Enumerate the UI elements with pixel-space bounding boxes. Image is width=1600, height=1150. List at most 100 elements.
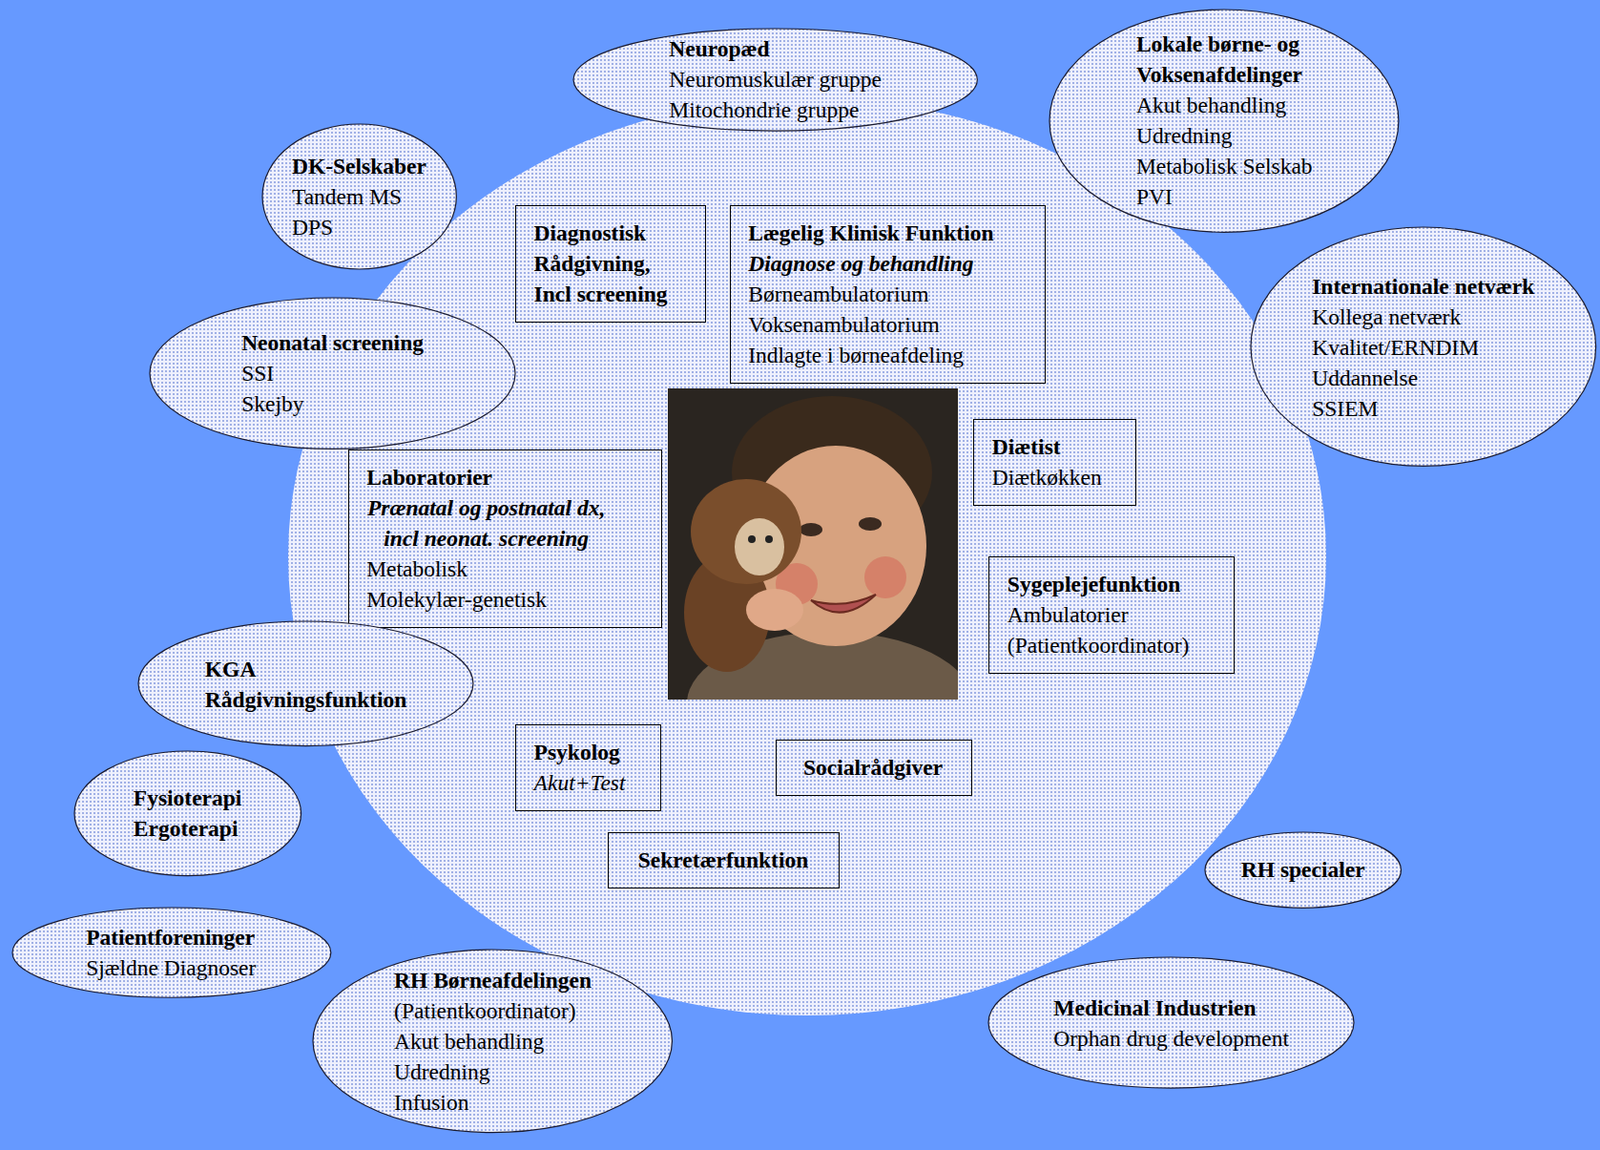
text-group: NeuropædNeuromuskulær gruppeMitochondrie… bbox=[668, 33, 882, 125]
node-text: Mitochondrie gruppe bbox=[668, 94, 859, 125]
node-text: Psykolog bbox=[534, 736, 621, 768]
process-box: Socialrådgiver bbox=[775, 739, 973, 796]
node-text: Diætkøkken bbox=[992, 461, 1102, 493]
process-box: DiætistDiætkøkken bbox=[973, 418, 1137, 506]
node-text: Tandem MS bbox=[291, 181, 402, 212]
node-text: Socialrådgiver bbox=[803, 751, 943, 783]
node-text: PVI bbox=[1136, 181, 1173, 212]
text-group: Sekretærfunktion bbox=[638, 844, 809, 875]
node-text: Metabolisk Selskab bbox=[1136, 150, 1313, 182]
text-group: Lokale børne- og VoksenafdelingerAkut be… bbox=[1136, 28, 1313, 212]
ellipse-shape bbox=[988, 956, 1354, 1088]
node-text: (Patientkoordinator) bbox=[1007, 629, 1190, 661]
node-text: Patientforeninger bbox=[85, 921, 255, 953]
node-text: DK-Selskaber bbox=[291, 150, 427, 182]
process-box: Sekretærfunktion bbox=[607, 831, 840, 889]
node-text: Akut+Test bbox=[534, 767, 626, 798]
ellipse-shape bbox=[1049, 9, 1399, 232]
process-box: Lægelig Klinisk FunktionDiagnose og beha… bbox=[729, 205, 1047, 384]
circle-shape bbox=[288, 97, 1327, 1016]
ellipse-node: FysioterapiErgoterapi bbox=[73, 749, 303, 877]
node-text: RH specialer bbox=[1241, 853, 1366, 885]
node-text: Skejby bbox=[241, 388, 304, 419]
node-text: Akut behandling bbox=[1136, 89, 1287, 121]
node-text: SSIEM bbox=[1311, 393, 1378, 424]
node-text: Ergoterapi bbox=[133, 812, 239, 844]
text-group: Socialrådgiver bbox=[803, 751, 943, 783]
child-photo bbox=[667, 388, 958, 700]
node-text: Internationale netværk bbox=[1311, 270, 1535, 302]
ellipse-shape bbox=[573, 28, 977, 131]
text-group: PatientforeningerSjældne Diagnoser bbox=[85, 921, 256, 983]
ellipse-shape bbox=[12, 907, 332, 998]
ellipse-node: RH specialer bbox=[1204, 831, 1402, 909]
node-text: Metabolisk bbox=[366, 553, 468, 584]
node-text: Fysioterapi bbox=[133, 782, 243, 813]
ellipse-shape bbox=[149, 297, 516, 449]
node-text: Kvalitet/ERNDIM bbox=[1311, 332, 1479, 363]
node-text: Laboratorier bbox=[366, 461, 493, 493]
node-text: Sekretærfunktion bbox=[638, 844, 809, 875]
node-text: Udredning bbox=[1136, 120, 1233, 151]
node-text: RH Børneafdelingen bbox=[394, 964, 592, 996]
text-group: Neonatal screeningSSISkejby bbox=[241, 327, 424, 419]
ellipse-node: KGARådgivningsfunktion bbox=[137, 620, 475, 748]
node-text: Neuromuskulær gruppe bbox=[668, 63, 882, 95]
node-text: Diætist bbox=[992, 431, 1061, 462]
node-text: DPS bbox=[291, 211, 333, 243]
ellipse-node: Lokale børne- og VoksenafdelingerAkut be… bbox=[1048, 8, 1400, 233]
ellipse-node: NeuropædNeuromuskulær gruppeMitochondrie… bbox=[572, 27, 978, 132]
ellipse-outline bbox=[73, 749, 303, 877]
node-text: Molekylær-genetisk bbox=[366, 583, 547, 615]
node-text: Neuropæd bbox=[668, 33, 769, 64]
node-text: Uddannelse bbox=[1311, 362, 1418, 394]
node-text: Neonatal screening bbox=[241, 327, 424, 358]
node-text: Akut behandling bbox=[394, 1025, 544, 1057]
text-group: PsykologAkut+Test bbox=[534, 736, 626, 798]
node-text: Orphan drug development bbox=[1053, 1022, 1289, 1054]
ellipse-node: RH Børneafdelingen(Patientkoordinator)Ak… bbox=[311, 948, 673, 1134]
node-text: Voksenambulatorium bbox=[748, 309, 940, 340]
node-text: Indlagte i børneafdeling bbox=[748, 339, 964, 371]
process-box: Diagnostisk Rådgivning, Incl screening bbox=[515, 205, 707, 323]
text-group: KGARådgivningsfunktion bbox=[205, 653, 408, 715]
node-text: KGA bbox=[205, 653, 257, 685]
text-group: RH Børneafdelingen(Patientkoordinator)Ak… bbox=[394, 964, 592, 1118]
node-text: Infusion bbox=[394, 1086, 469, 1118]
node-text: Prænatal og postnatal dx, incl neonat. s… bbox=[366, 492, 606, 554]
node-text: Lægelig Klinisk Funktion bbox=[748, 217, 994, 249]
ellipse-node: Internationale netværkKollega netværkKva… bbox=[1249, 226, 1598, 467]
text-group: DiætistDiætkøkken bbox=[992, 431, 1102, 493]
node-text: Diagnostisk Rådgivning, Incl screening bbox=[534, 217, 669, 310]
text-group: LaboratorierPrænatal og postnatal dx, in… bbox=[366, 461, 606, 615]
ellipse-shape bbox=[74, 750, 302, 876]
ellipse-node: Medicinal IndustrienOrphan drug developm… bbox=[987, 955, 1355, 1089]
node-text: Diagnose og behandling bbox=[748, 248, 974, 279]
ellipse-node: PatientforeningerSjældne Diagnoser bbox=[11, 906, 333, 998]
node-text: (Patientkoordinator) bbox=[394, 995, 577, 1026]
process-box: LaboratorierPrænatal og postnatal dx, in… bbox=[348, 449, 663, 628]
node-text: Medicinal Industrien bbox=[1053, 992, 1256, 1023]
text-group: Medicinal IndustrienOrphan drug developm… bbox=[1053, 992, 1289, 1054]
ellipse-shape bbox=[262, 124, 457, 270]
ellipse-shape bbox=[312, 949, 672, 1133]
ellipse-outline bbox=[137, 620, 475, 748]
text-group: Lægelig Klinisk FunktionDiagnose og beha… bbox=[748, 217, 994, 371]
text-group: SygeplejefunktionAmbulatorier(Patientkoo… bbox=[1007, 568, 1190, 661]
text-group: RH specialer bbox=[1241, 853, 1366, 885]
ellipse-shape bbox=[138, 621, 474, 747]
text-group: Diagnostisk Rådgivning, Incl screening bbox=[534, 217, 669, 310]
ellipse-shape bbox=[1205, 831, 1401, 908]
text-group: DK-SelskaberTandem MSDPS bbox=[291, 150, 427, 243]
process-box: SygeplejefunktionAmbulatorier(Patientkoo… bbox=[988, 556, 1235, 674]
process-box: PsykologAkut+Test bbox=[515, 724, 662, 811]
node-text: Rådgivningsfunktion bbox=[205, 684, 408, 715]
text-group: Internationale netværkKollega netværkKva… bbox=[1311, 270, 1535, 424]
node-text: SSI bbox=[241, 357, 274, 389]
node-text: Lokale børne- og Voksenafdelinger bbox=[1136, 28, 1302, 90]
ellipse-node: Neonatal screeningSSISkejby bbox=[148, 296, 517, 450]
ellipse-outline bbox=[987, 955, 1355, 1089]
ellipse-node: DK-SelskaberTandem MSDPS bbox=[261, 123, 458, 271]
node-text: Sjældne Diagnoser bbox=[85, 952, 256, 983]
